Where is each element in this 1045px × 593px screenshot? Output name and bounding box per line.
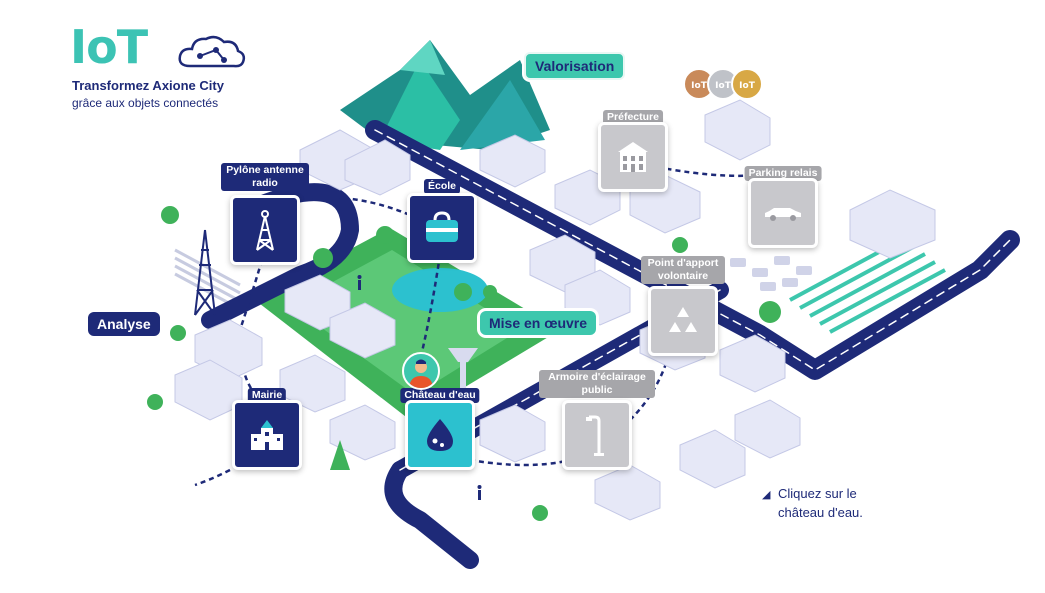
poi-parking[interactable]: Parking relais bbox=[744, 166, 822, 248]
logo-wordmark: IoT bbox=[70, 20, 148, 74]
poi-chateau-eau[interactable]: Château d'eau bbox=[400, 388, 480, 470]
parked-cars bbox=[730, 256, 812, 291]
poi-point-apport[interactable]: Point d'apport volontaire bbox=[641, 256, 725, 356]
water-drop-icon bbox=[427, 419, 453, 451]
water-tower-illustration bbox=[448, 348, 478, 397]
pointer-triangle-icon: ◢ bbox=[762, 489, 771, 501]
poi-ecole-label: École bbox=[423, 179, 461, 194]
phase-tag-valorisation[interactable]: Valorisation bbox=[524, 52, 626, 80]
medal-gold-label: IoT bbox=[739, 81, 756, 91]
mountains bbox=[340, 40, 550, 150]
phase-tag-mise-en-oeuvre[interactable]: Mise en œuvre bbox=[480, 311, 597, 335]
phase-tag-analyse[interactable]: Analyse bbox=[88, 312, 160, 336]
hint-line-1: Cliquez sur le bbox=[778, 486, 857, 501]
poi-mairie[interactable]: Mairie bbox=[232, 388, 302, 470]
schoolbag-icon bbox=[426, 211, 458, 242]
poi-mairie-tile[interactable] bbox=[232, 400, 302, 470]
poi-point-apport-tile[interactable] bbox=[648, 286, 718, 356]
poi-chateau-eau-label: Château d'eau bbox=[400, 388, 480, 403]
medal-silver-label: IoT bbox=[715, 81, 732, 91]
user-avatar bbox=[402, 352, 440, 390]
radio-antenna-icon bbox=[256, 210, 274, 251]
brand-logo: IoT bbox=[70, 20, 148, 74]
app-title: Transformez Axione City bbox=[72, 78, 224, 93]
car-icon bbox=[765, 208, 801, 221]
poi-parking-tile[interactable] bbox=[748, 178, 818, 248]
poi-prefecture[interactable]: Préfecture bbox=[598, 110, 668, 192]
poi-armoire-tile[interactable] bbox=[562, 400, 632, 470]
poi-pylone-label: Pylône antenne radio bbox=[221, 163, 309, 191]
radio-tower-illustration bbox=[194, 229, 216, 316]
instruction-hint: ◢ Cliquez sur le château d'eau. bbox=[762, 484, 863, 522]
poi-parking-label: Parking relais bbox=[744, 166, 822, 181]
poi-prefecture-label: Préfecture bbox=[603, 110, 663, 125]
trees bbox=[147, 206, 781, 521]
recycle-icon bbox=[669, 307, 697, 332]
pond bbox=[392, 268, 488, 312]
crop-field-right bbox=[789, 236, 946, 334]
medal-bronze-label: IoT bbox=[691, 81, 708, 91]
cloud-network-icon bbox=[178, 35, 246, 68]
hint-line-2: château d'eau. bbox=[778, 505, 863, 520]
poi-mairie-label: Mairie bbox=[247, 388, 287, 403]
app-subtitle: grâce aux objets connectés bbox=[72, 96, 219, 110]
street-lamp-icon bbox=[586, 415, 604, 456]
poi-point-apport-label: Point d'apport volontaire bbox=[641, 256, 725, 284]
poi-chateau-eau-tile[interactable] bbox=[405, 400, 475, 470]
person-icon bbox=[409, 359, 433, 388]
pedestrians bbox=[357, 275, 482, 500]
poi-ecole-tile[interactable] bbox=[407, 193, 477, 263]
poi-ecole[interactable]: École bbox=[407, 179, 477, 263]
iot-medals: IoT IoT IoT bbox=[683, 68, 763, 100]
poi-pylone[interactable]: Pylône antenne radio bbox=[221, 163, 309, 265]
prefecture-building-icon bbox=[618, 142, 648, 172]
poi-prefecture-tile[interactable] bbox=[598, 122, 668, 192]
houses bbox=[174, 99, 936, 521]
poi-armoire-label: Armoire d'éclairage public bbox=[539, 370, 655, 398]
poi-pylone-tile[interactable] bbox=[230, 195, 300, 265]
poi-armoire[interactable]: Armoire d'éclairage public bbox=[539, 370, 655, 470]
town-hall-icon bbox=[251, 420, 283, 450]
